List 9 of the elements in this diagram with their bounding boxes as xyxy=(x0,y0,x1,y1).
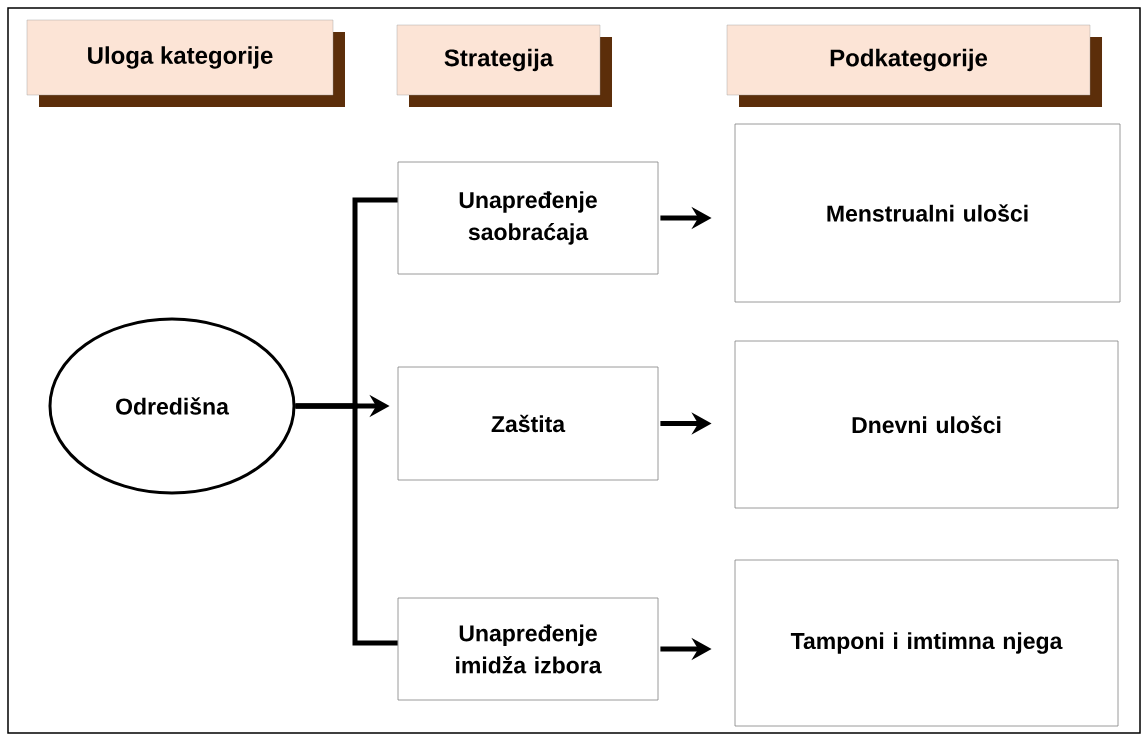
text-box: Menstrualni ulošci xyxy=(734,123,1121,303)
text-box: Tamponi i imtimna njega xyxy=(734,559,1119,727)
column-header: Podkategorije xyxy=(726,24,1102,107)
text-box: Unapređenje imidža izbora xyxy=(397,597,659,701)
text-box: Dnevni ulošci xyxy=(734,340,1119,509)
text-box: Zaštita xyxy=(397,366,659,481)
column-header: Strategija xyxy=(396,24,612,107)
text-box: Unapređenje saobraćaja xyxy=(397,161,659,275)
column-header: Uloga kategorije xyxy=(26,19,345,107)
